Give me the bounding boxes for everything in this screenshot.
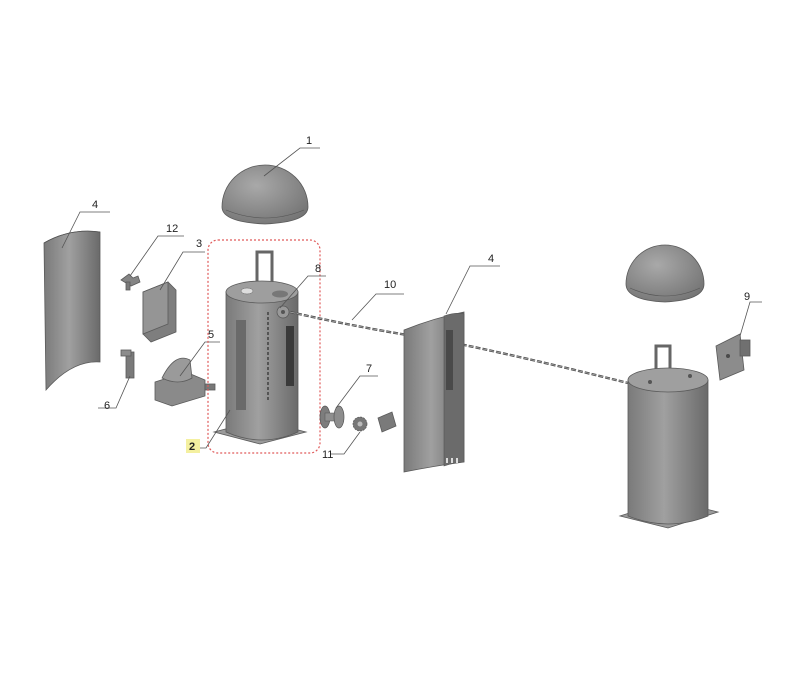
callout-label-5: 5 bbox=[208, 329, 214, 341]
dome-cap bbox=[221, 164, 309, 225]
control-box bbox=[142, 281, 177, 343]
motor-gearbox bbox=[154, 357, 216, 407]
half-shell-left bbox=[43, 230, 101, 392]
main-post-assembly bbox=[212, 250, 308, 445]
callout-4-middle: 4 bbox=[445, 253, 500, 315]
callout-7: 7 bbox=[335, 363, 378, 409]
bollard-post-right bbox=[618, 344, 720, 529]
callout-label-9: 9 bbox=[744, 291, 750, 303]
half-shell-middle bbox=[403, 311, 465, 473]
callout-label-6: 6 bbox=[104, 400, 110, 412]
callout-11: 11 bbox=[322, 431, 361, 461]
callout-label-2: 2 bbox=[189, 441, 195, 453]
callout-4-left: 4 bbox=[61, 199, 110, 249]
bracket-part bbox=[120, 273, 141, 291]
callout-label-1: 1 bbox=[306, 135, 312, 147]
chain bbox=[289, 310, 633, 386]
callout-6: 6 bbox=[98, 375, 131, 412]
sensor-part bbox=[120, 349, 135, 379]
callout-label-12: 12 bbox=[166, 223, 178, 235]
callout-label-7: 7 bbox=[366, 363, 372, 375]
lock-plate bbox=[715, 333, 751, 381]
highlight-box-2 bbox=[207, 239, 321, 454]
callout-1: 1 bbox=[263, 135, 320, 177]
callout-label-4a: 4 bbox=[92, 199, 98, 211]
callout-label-4b: 4 bbox=[488, 253, 494, 265]
pulley-part bbox=[276, 305, 290, 319]
callout-label-3: 3 bbox=[196, 238, 202, 250]
callout-10: 10 bbox=[351, 279, 404, 321]
callout-label-10: 10 bbox=[384, 279, 396, 291]
sprocket-part bbox=[352, 411, 397, 433]
callout-9: 9 bbox=[739, 291, 762, 337]
wheel-pulley bbox=[319, 405, 345, 429]
callout-3: 3 bbox=[159, 238, 205, 291]
callout-label-8: 8 bbox=[315, 263, 321, 275]
callout-12: 12 bbox=[129, 223, 184, 277]
dome-cap-right bbox=[625, 244, 705, 303]
callout-2-highlight bbox=[186, 439, 200, 453]
callout-2: 2 bbox=[186, 409, 231, 453]
callout-5: 5 bbox=[179, 329, 220, 377]
callout-8: 8 bbox=[279, 263, 326, 309]
callout-label-11: 11 bbox=[322, 449, 333, 461]
